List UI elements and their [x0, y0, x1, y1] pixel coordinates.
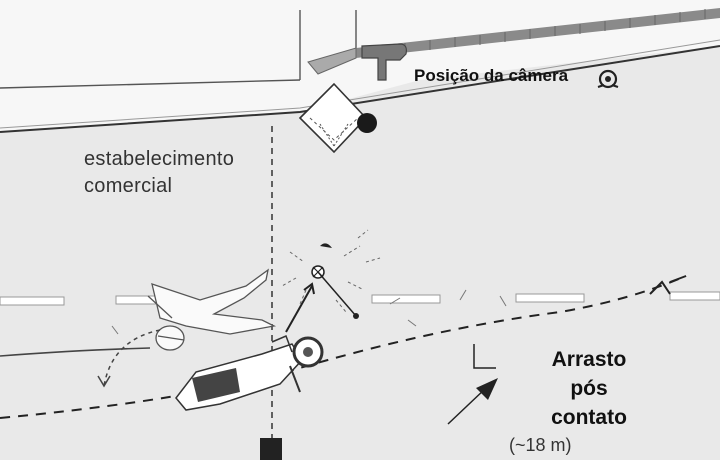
impact-arrow-icon — [303, 282, 315, 295]
establishment-label-line2: comercial — [84, 175, 173, 197]
lane-curve — [0, 347, 151, 357]
establishment-label: estabelecimento comercial — [84, 146, 234, 200]
impact-arrow — [285, 285, 313, 333]
drag-arrow-icon — [447, 344, 498, 425]
pedestrian-figure — [147, 268, 277, 351]
lane-markings — [0, 291, 720, 306]
drag-label-line2: pós — [570, 377, 608, 400]
building-edge — [0, 79, 301, 89]
curb-band — [356, 8, 720, 58]
camera-icon — [361, 43, 407, 81]
reference-marker — [260, 438, 282, 460]
impact-point — [281, 229, 381, 319]
motorcycle-trajectory — [0, 275, 687, 419]
pedestrian-fall-path — [103, 329, 161, 387]
drag-label-line1: Arrasto — [551, 348, 627, 371]
fall-arrow-icon — [97, 375, 111, 388]
camera-view-cone — [298, 82, 377, 154]
camera-position-label: Posição da câmera — [414, 66, 569, 85]
establishment-label-line1: estabelecimento — [84, 148, 235, 170]
gutter-piece — [307, 47, 357, 75]
motorcycle — [175, 335, 324, 411]
drag-label: Arrasto pós contato — [530, 345, 648, 432]
curb-line-inner — [0, 39, 720, 129]
debris-marks — [111, 289, 507, 335]
trajectory-arrow-icon — [649, 280, 671, 295]
trajectory-arrowhead — [669, 275, 687, 283]
distance-label: (~18 m) — [509, 435, 572, 455]
drag-label-line3: contato — [551, 406, 627, 429]
curb-line — [0, 45, 720, 133]
camera-position-dot — [357, 113, 377, 133]
camera-glyph-icon — [597, 69, 619, 89]
